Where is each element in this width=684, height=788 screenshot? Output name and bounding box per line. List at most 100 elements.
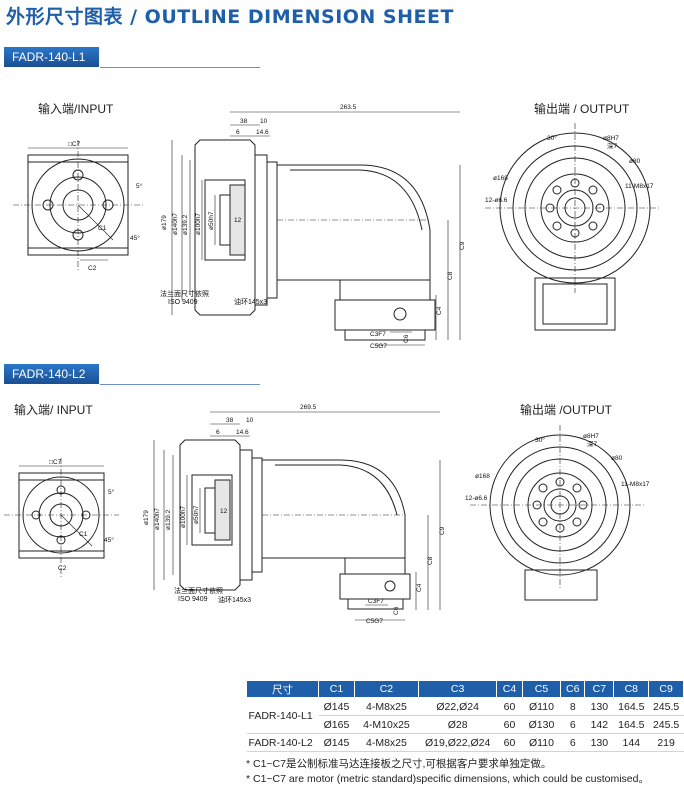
dim-deep7: 深7 — [607, 141, 618, 150]
table-cell: Ø145 — [318, 697, 355, 716]
dim-5deg: 5° — [136, 182, 143, 190]
table-cell: Ø145 — [318, 733, 355, 752]
section-divider — [100, 384, 260, 385]
output-end-view-l2: 30° ø8H7 深7 ø80 ø168 12-ø6.6 11-M8x17 — [465, 425, 650, 601]
dim-c9: C9 — [459, 241, 466, 250]
dimension-table: 尺寸 C1 C2 C3 C4 C5 C6 C7 C8 C9 FADR-140-L… — [245, 680, 684, 752]
table-cell: 130 — [584, 733, 614, 752]
table-header-cell: C9 — [648, 680, 684, 698]
dim-m8: 11-M8x17 — [625, 183, 654, 190]
dim-holes: 12-ø6.6 — [485, 197, 508, 204]
dim-38: 38 — [240, 118, 248, 125]
dim-100: ø100h7 — [195, 213, 202, 235]
dim-168: ø168 — [493, 175, 508, 182]
dim-100: ø100h7 — [180, 506, 187, 528]
dim-139: ø139.2 — [165, 509, 172, 530]
table-cell: Ø19,Ø22,Ø24 — [418, 733, 497, 752]
dim-c3: C3F7 — [370, 331, 386, 338]
table-cell: 60 — [496, 733, 523, 752]
table-header-row: 尺寸 C1 C2 C3 C4 C5 C6 C7 C8 C9 — [245, 680, 684, 698]
dim-c9: C9 — [439, 526, 446, 535]
input-label-l2: 输入端/ INPUT — [14, 403, 93, 417]
table-header-cell: C7 — [584, 680, 615, 698]
dim-c6: C6 — [393, 606, 400, 615]
dim-c5: C5G7 — [370, 343, 387, 350]
input-label-l1: 输入端/INPUT — [38, 102, 114, 116]
dim-c7: □C7 — [49, 459, 62, 466]
dim-total-length: 263.5 — [340, 104, 357, 111]
dim-c5: C5G7 — [366, 618, 383, 625]
dim-deep7: 深7 — [587, 439, 598, 448]
dim-c6: C6 — [403, 334, 410, 343]
input-end-view-l2: □C7 5° 45° C1 C2 — [4, 458, 119, 578]
dim-c1: C1 — [98, 225, 107, 232]
footnote-chinese: * C1~C7是公制标准马达连接板之尺寸,可根据客户要求单独定做。 — [246, 758, 552, 770]
dim-5deg: 5° — [108, 488, 115, 496]
table-cell: Ø130 — [522, 715, 561, 734]
dim-38: 38 — [226, 417, 234, 424]
input-end-view-l1: □C7 5° 45° C1 C2 — [13, 140, 143, 272]
output-label-l2: 输出端 /OUTPUT — [520, 403, 612, 417]
dim-holes: 12-ø6.6 — [465, 495, 488, 502]
dim-c7: □C7 — [68, 141, 81, 148]
table-row: FADR-140-L2 Ø145 4-M8x25 Ø19,Ø22,Ø24 60 … — [246, 733, 684, 752]
output-label-l1: 输出端 / OUTPUT — [534, 102, 630, 116]
dim-8h7: ø8H7 — [583, 433, 599, 440]
table-cell: 6 — [560, 733, 585, 752]
dim-c2: C2 — [58, 565, 67, 572]
flange-note: 法兰面尺寸依照 — [174, 586, 223, 595]
table-row: FADR-140-L1 Ø145 4-M8x25 Ø22,Ø24 60 Ø110… — [246, 697, 684, 734]
dim-45deg: 45° — [130, 234, 140, 242]
model-tag-l1: FADR-140-L1 — [4, 47, 100, 67]
dim-10: 10 — [260, 118, 268, 125]
dim-50: ø50h7 — [193, 505, 200, 524]
dim-c2: C2 — [88, 265, 97, 272]
flange-iso: ISO 9409 — [168, 299, 198, 306]
table-header-cell: C5 — [521, 680, 562, 698]
dim-168: ø168 — [475, 473, 490, 480]
dim-c4: C4 — [436, 306, 443, 315]
dim-179: ø179 — [143, 510, 150, 525]
table-cell: 60 — [496, 697, 523, 716]
dim-45deg: 45° — [104, 536, 114, 544]
oil-ring-note: 油环145x3 — [234, 297, 267, 306]
table-cell-model: FADR-140-L1 — [246, 697, 319, 734]
table-cell: Ø165 — [318, 715, 355, 734]
side-view-l2: 269.5 38 10 6 14.6 ø179 ø140h7 ø139.2 ø1… — [143, 404, 446, 625]
dim-80: ø80 — [629, 158, 641, 165]
dim-6: 6 — [236, 129, 240, 136]
table-row: Ø165 4-M10x25 Ø28 60 Ø130 6 142 164.5 24… — [247, 715, 684, 734]
dim-80: ø80 — [611, 455, 623, 462]
flange-note: 法兰面尺寸依照 — [160, 289, 209, 298]
table-cell: 6 — [560, 715, 585, 734]
dim-14-6: 14.6 — [256, 129, 269, 136]
dim-30deg: 30° — [547, 134, 557, 142]
table-cell: 164.5 — [613, 697, 649, 716]
table-cell: 60 — [496, 715, 523, 734]
dim-c8: C8 — [447, 271, 454, 280]
dim-139: ø139.2 — [182, 214, 189, 235]
table-header-cell: C2 — [353, 680, 419, 698]
table-cell: 245.5 — [648, 715, 684, 734]
flange-iso: ISO 9409 — [178, 596, 208, 603]
dim-6: 6 — [216, 429, 220, 436]
table-header-cell: C8 — [613, 680, 650, 698]
table-header-cell: C6 — [560, 680, 586, 698]
table-cell: 142 — [584, 715, 614, 734]
table-header-cell: C3 — [417, 680, 498, 698]
table-cell: 219 — [648, 733, 684, 752]
dim-140: ø140h7 — [172, 213, 179, 235]
dim-30deg: 30° — [535, 436, 545, 444]
dim-c4: C4 — [416, 583, 423, 592]
table-cell-model: FADR-140-L2 — [246, 733, 319, 752]
model-tag-l2: FADR-140-L2 — [4, 364, 100, 384]
table-cell: 164.5 — [613, 715, 649, 734]
table-cell: Ø110 — [522, 733, 561, 752]
table-cell: 8 — [560, 697, 585, 716]
dim-c3: C3F7 — [368, 598, 384, 605]
table-cell: 130 — [584, 697, 614, 716]
table-header-cell: C1 — [318, 680, 355, 698]
table-header-cell: 尺寸 — [245, 680, 320, 698]
table-cell: 4-M8x25 — [354, 697, 419, 716]
table-cell: 245.5 — [648, 697, 684, 716]
